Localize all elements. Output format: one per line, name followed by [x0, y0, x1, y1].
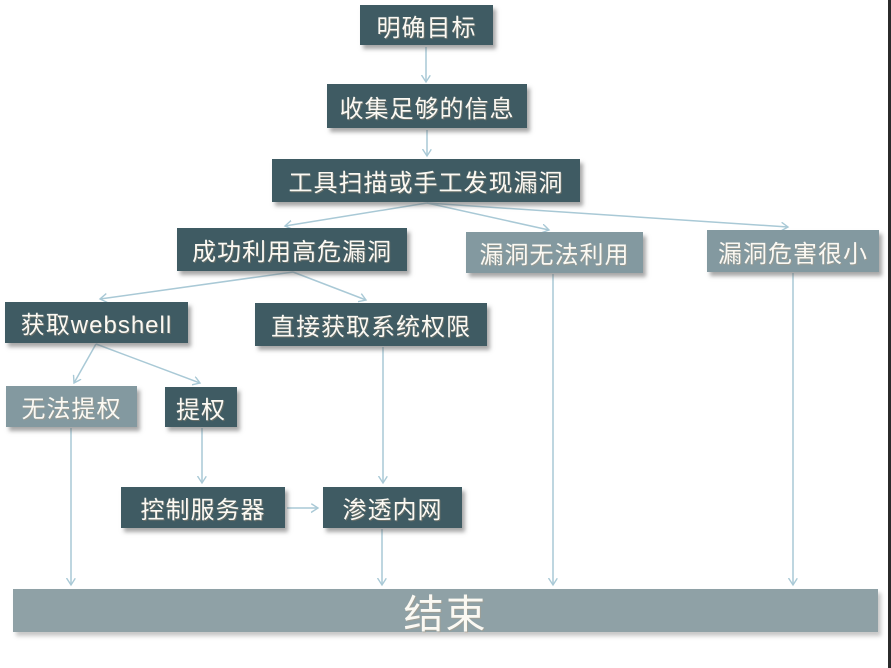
- node-privesc-fail: 无法提权: [6, 386, 137, 427]
- edge-scan-to-exploit: [285, 202, 428, 226]
- node-get-webshell: 获取webshell: [5, 302, 188, 343]
- edge-webshell-to-privesc: [95, 343, 200, 383]
- edge-exploit-to-directsys: [292, 271, 366, 300]
- node-scan-vuln: 工具扫描或手工发现漏洞: [272, 159, 580, 202]
- node-privesc: 提权: [165, 387, 237, 427]
- node-vuln-unusable: 漏洞无法利用: [466, 232, 643, 273]
- edge-exploit-to-webshell: [100, 271, 294, 299]
- node-clarify-goal: 明确目标: [360, 5, 493, 45]
- node-end: 结束: [13, 589, 878, 637]
- edge-scan-to-lowharm: [426, 202, 788, 227]
- node-collect-info: 收集足够的信息: [327, 84, 527, 128]
- window-right-border: [888, 0, 891, 668]
- node-pentest-intranet: 渗透内网: [323, 487, 462, 528]
- edge-webshell-to-privescfail: [74, 343, 97, 383]
- node-control-server: 控制服务器: [121, 487, 285, 528]
- node-direct-system: 直接获取系统权限: [255, 303, 487, 346]
- node-vuln-low-harm: 漏洞危害很小: [707, 230, 879, 272]
- node-exploit-success: 成功利用高危漏洞: [177, 228, 407, 271]
- edge-scan-to-unusable: [426, 202, 549, 230]
